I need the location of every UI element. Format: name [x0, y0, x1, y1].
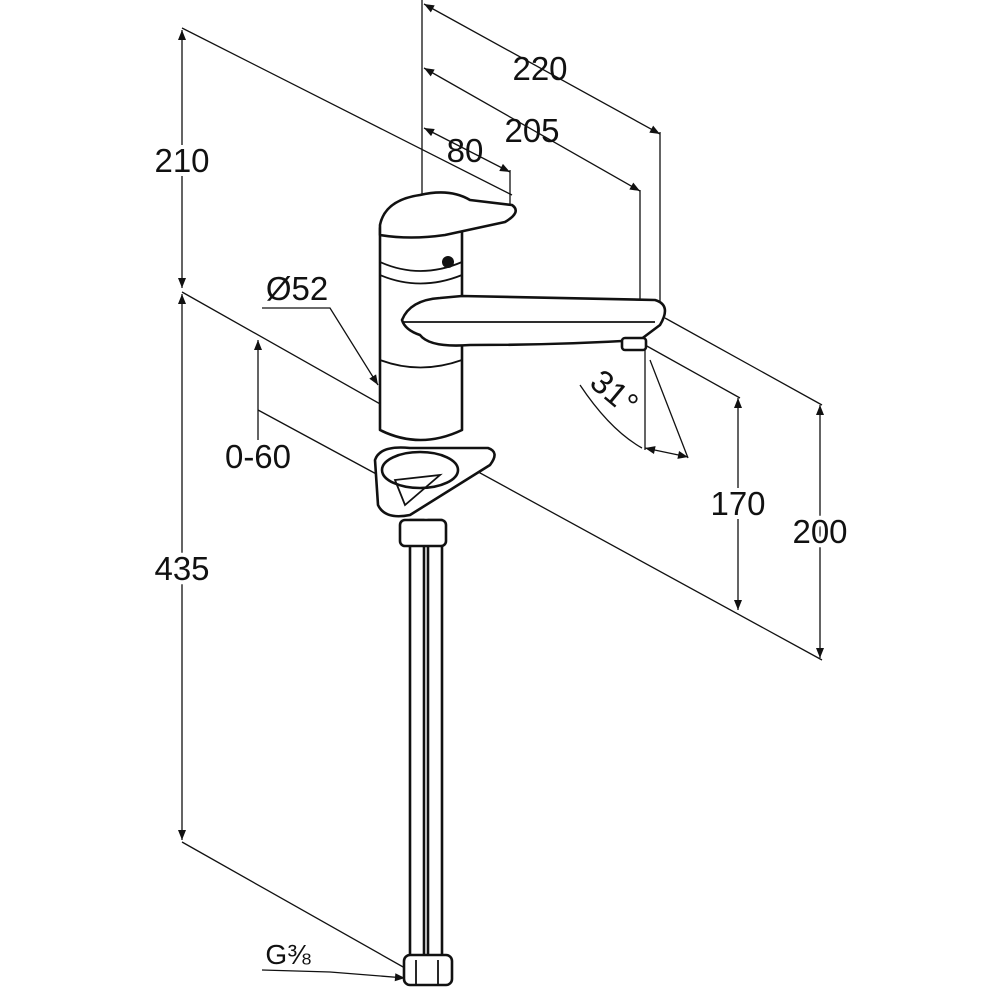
faucet [373, 191, 667, 987]
label-80: 80 [447, 132, 484, 169]
label-435: 435 [154, 550, 209, 587]
dim-205-line [423, 67, 641, 192]
lever-handle [378, 191, 517, 239]
label-220: 220 [512, 50, 567, 87]
dim-g38-leader [261, 969, 406, 982]
spout [400, 294, 667, 347]
label-g38: G⅜ [265, 939, 311, 970]
label-0-60: 0-60 [225, 438, 291, 475]
dim-31-arc [579, 384, 643, 449]
dimension-labels: 220 205 80 210 Ø52 0-60 31° 170 200 435 … [150, 50, 851, 970]
label-d52: Ø52 [266, 270, 328, 307]
label-170: 170 [710, 485, 765, 522]
dim-80-line [423, 127, 511, 173]
label-205: 205 [504, 112, 559, 149]
dimension-lines [178, 3, 824, 982]
supply-hoses [398, 518, 454, 987]
dim-d52-leader [262, 307, 379, 386]
label-210: 210 [154, 142, 209, 179]
label-31-deg: 31° [584, 362, 646, 422]
aerator [620, 336, 648, 352]
label-200: 200 [792, 513, 847, 550]
